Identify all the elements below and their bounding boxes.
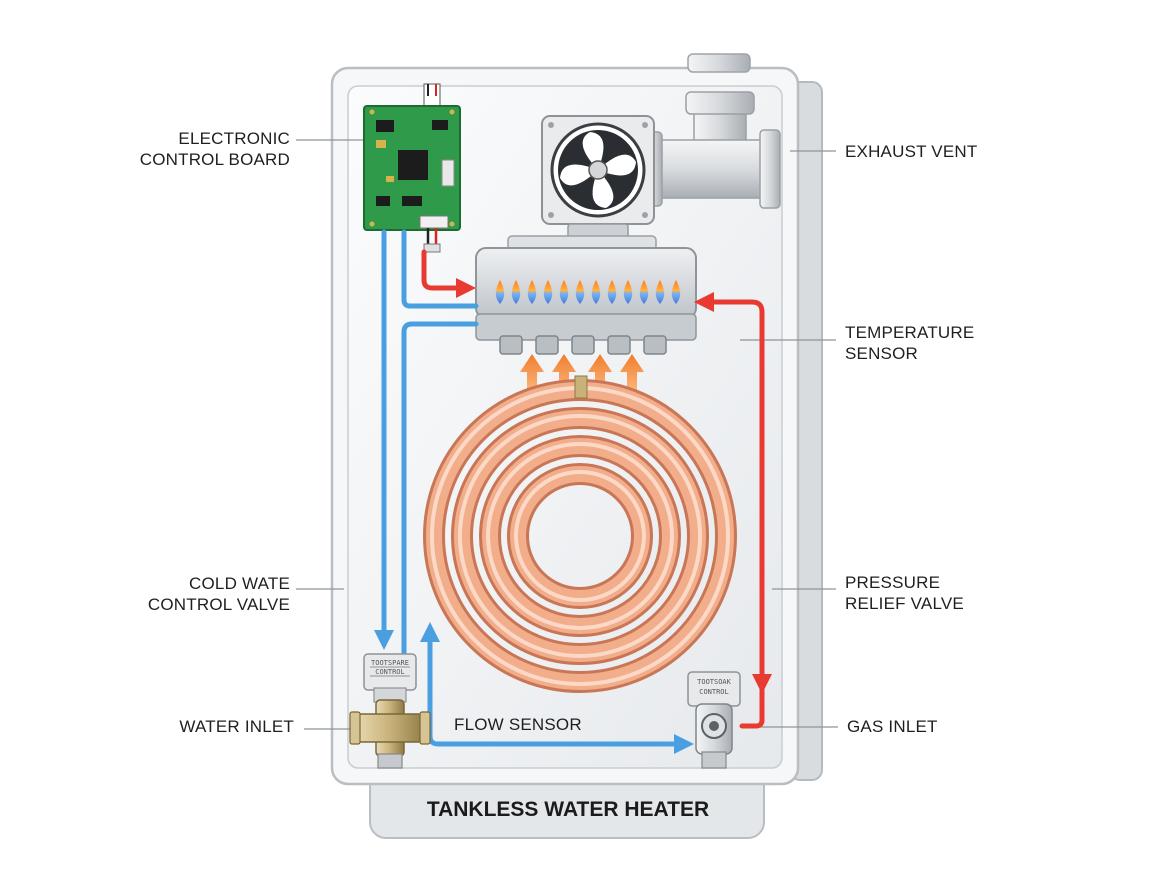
diagram-title: TANKLESS WATER HEATER — [426, 798, 710, 821]
label-line: WATER INLET — [179, 717, 294, 736]
label-line: ELECTRONIC — [178, 129, 290, 148]
cold-water-line-3 — [401, 321, 479, 703]
heat-arrows — [520, 354, 644, 398]
label-exhaust-vent: EXHAUST VENT — [845, 141, 977, 162]
exhaust-elbow-icon — [645, 91, 781, 209]
label-pressure-relief-valve: PRESSURE RELIEF VALVE — [845, 572, 964, 614]
label-line: EXHAUST VENT — [845, 142, 978, 161]
label-line: TEMPERATURE — [845, 323, 975, 342]
label-electronic-control-board: ELECTRONIC CONTROL BOARD — [140, 128, 290, 170]
copper-heat-exchanger-coil — [423, 375, 737, 693]
label-temperature-sensor: TEMPERATURE SENSOR — [845, 322, 974, 364]
flame-icon — [511, 280, 521, 304]
label-cold-water-control-valve: COLD WATE CONTROL VALVE — [148, 573, 290, 615]
label-line: FLOW SENSOR — [454, 715, 582, 734]
fan-icon — [541, 115, 655, 239]
cold-water-control-valve: TOOTSPARE CONTROL — [363, 653, 417, 703]
cold-water-line-2 — [401, 229, 479, 309]
exhaust-collar — [687, 53, 751, 73]
flame-icon — [623, 280, 633, 304]
label-line: SENSOR — [845, 344, 918, 363]
label-water-inlet: WATER INLET — [179, 716, 294, 737]
flame-icon — [543, 280, 553, 304]
label-line: COLD WATE — [189, 574, 290, 593]
flame-icon — [527, 280, 537, 304]
flame-icon — [607, 280, 617, 304]
valve-plate-right-line2: CONTROL — [699, 688, 729, 696]
heat-arrow — [588, 354, 612, 398]
hot-water-line — [694, 292, 765, 729]
heat-arrow — [520, 354, 544, 398]
flame-icon — [591, 280, 601, 304]
flame-icon — [671, 280, 681, 304]
label-flow-sensor: FLOW SENSOR — [454, 714, 582, 735]
label-line: PRESSURE — [845, 573, 941, 592]
valve-plate-left-line1: TOOTSPARE — [371, 659, 409, 667]
flame-icon — [575, 280, 585, 304]
control-red-arrow — [421, 249, 476, 298]
flame-icon — [559, 280, 569, 304]
label-line: CONTROL VALVE — [147, 595, 290, 614]
sensor-icon — [701, 713, 727, 739]
valve-plate-right-line1: TOOTSOAK — [697, 678, 732, 686]
burner-flames — [495, 280, 681, 304]
label-line: GAS INLET — [847, 717, 938, 736]
gas-inlet-valve: TOOTSOAK CONTROL — [687, 671, 741, 769]
heat-arrow — [552, 354, 576, 398]
flame-icon — [639, 280, 649, 304]
electronic-control-board — [363, 83, 461, 253]
label-gas-inlet: GAS INLET — [847, 716, 938, 737]
heat-arrow — [620, 354, 644, 398]
label-line: CONTROL BOARD — [139, 150, 290, 169]
label-line: RELIEF VALVE — [845, 594, 964, 613]
flame-icon — [655, 280, 665, 304]
valve-icon — [349, 699, 431, 769]
flame-icon — [495, 280, 505, 304]
valve-plate-left-line2: CONTROL — [375, 668, 405, 676]
